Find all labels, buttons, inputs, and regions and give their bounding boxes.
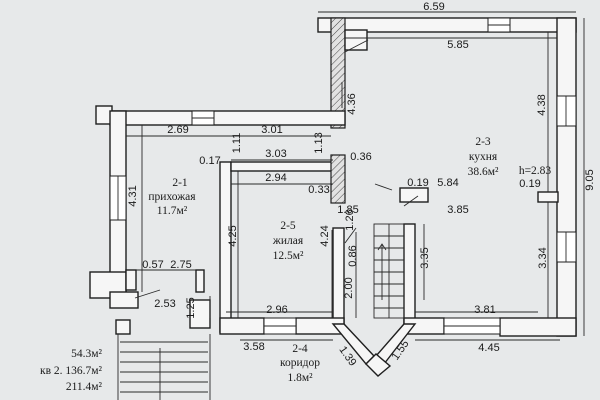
wall-entry-stub (115, 319, 131, 335)
dim-1-85: 1.85 (337, 204, 358, 216)
dim-1-25: 1.25 (185, 297, 197, 318)
room-2-5-id: 2-5 (280, 220, 296, 232)
dim-0-17: 0.17 (199, 155, 220, 167)
room-2-5-name: жилая (272, 235, 304, 247)
wall-living-kitchen (332, 227, 345, 325)
window-kitchen-right-lower (556, 231, 577, 263)
room-2-4-area: 1.8м² (287, 372, 313, 384)
dim-3-85: 3.85 (447, 204, 468, 216)
wall-stair-left (403, 223, 416, 325)
summary-line-3: 211.4м² (66, 381, 103, 393)
summary-line-1: 54.3м² (71, 348, 102, 360)
dim-0-19-b: 0.19 (519, 178, 540, 190)
wall-left-kitchen-ledge (344, 29, 368, 51)
dim-1-13: 1.13 (313, 132, 325, 153)
wall-living-top (230, 161, 334, 172)
dim-3-34: 3.34 (537, 247, 549, 268)
room-2-4-name: коридор (280, 357, 320, 369)
dim-0-57: 0.57 (142, 259, 163, 271)
wall-bottom-left (109, 291, 139, 309)
wall-hall-partition (125, 269, 137, 291)
wall-right-outer (556, 17, 577, 337)
dim-3-81: 3.81 (474, 304, 495, 316)
dim-4-31: 4.31 (127, 185, 139, 206)
dim-4-38: 4.38 (536, 94, 548, 115)
dim-6-59: 6.59 (423, 1, 444, 13)
entrance-steps (117, 334, 211, 400)
dim-5-85: 5.85 (447, 39, 468, 51)
wall-kitchen-pier (537, 191, 559, 203)
room-2-4-id: 2-4 (292, 343, 308, 355)
wall-bottom-living-left (219, 317, 265, 335)
wall-kitchen-stair-top (399, 187, 429, 203)
dim-1-11: 1.11 (231, 133, 243, 154)
wall-left-kitchen-upper (330, 17, 346, 129)
room-2-1-label: 2-1 прихожая 11.7м² (148, 177, 196, 217)
dim-0-19-a: 0.19 (407, 177, 428, 189)
dimension-lines (126, 11, 585, 341)
staircase (373, 223, 405, 319)
room-2-3-id: 2-3 (475, 136, 491, 148)
dim-2-75: 2.75 (170, 259, 191, 271)
dim-0-33: 0.33 (308, 184, 329, 196)
dim-4-25: 4.25 (227, 225, 239, 246)
dim-3-35: 3.35 (419, 247, 431, 268)
dim-2-53: 2.53 (154, 298, 175, 310)
wall-bottom-kitchen-right (499, 317, 577, 337)
dim-1-26: 1.26 (344, 209, 356, 230)
room-2-3-name: кухня (469, 151, 498, 163)
dim-3-01: 3.01 (261, 124, 282, 136)
room-2-1-id: 2-1 (172, 177, 188, 189)
stove-block (330, 154, 346, 204)
dim-9-05: 9.05 (584, 169, 596, 190)
dim-2-00: 2.00 (343, 277, 355, 298)
area-summary: 54.3м² кв 2. 136.7м² 211.4м² (40, 348, 103, 393)
dim-2-94: 2.94 (265, 172, 286, 184)
ceiling-height-label: h=2.83 (519, 165, 552, 177)
dim-3-03: 3.03 (265, 148, 286, 160)
dim-2-96: 2.96 (266, 304, 287, 316)
dim-4-45: 4.45 (478, 342, 499, 354)
dim-4-36: 4.36 (346, 93, 358, 114)
room-2-3-area: 38.6м² (468, 166, 499, 178)
wall-hall-partition-2 (195, 269, 205, 293)
dim-3-58: 3.58 (243, 341, 264, 353)
door-swings (134, 39, 419, 299)
windows (109, 17, 577, 335)
dim-0-36: 0.36 (350, 151, 371, 163)
room-2-4-label: 2-4 коридор 1.8м² (280, 343, 320, 384)
room-2-3-label: 2-3 кухня 38.6м² h=2.83 (468, 136, 552, 178)
summary-line-2: кв 2. 136.7м² (40, 365, 103, 377)
dim-0-86: 0.86 (347, 245, 359, 266)
room-2-5-area: 12.5м² (273, 250, 304, 262)
window-kitchen-right-upper (556, 95, 577, 127)
dim-5-84: 5.84 (437, 177, 458, 189)
room-2-1-name: прихожая (148, 191, 196, 203)
room-2-5-label: 2-5 жилая 12.5м² (272, 220, 304, 262)
wall-top-hallway (109, 110, 346, 126)
dim-4-24: 4.24 (319, 225, 331, 246)
dimension-labels: 6.59 5.85 4.36 4.38 9.05 2.69 3.01 1.11 … (127, 1, 596, 368)
room-2-1-area: 11.7м² (157, 205, 188, 217)
wall-corridor-apex (365, 353, 392, 377)
dim-2-69: 2.69 (167, 124, 188, 136)
